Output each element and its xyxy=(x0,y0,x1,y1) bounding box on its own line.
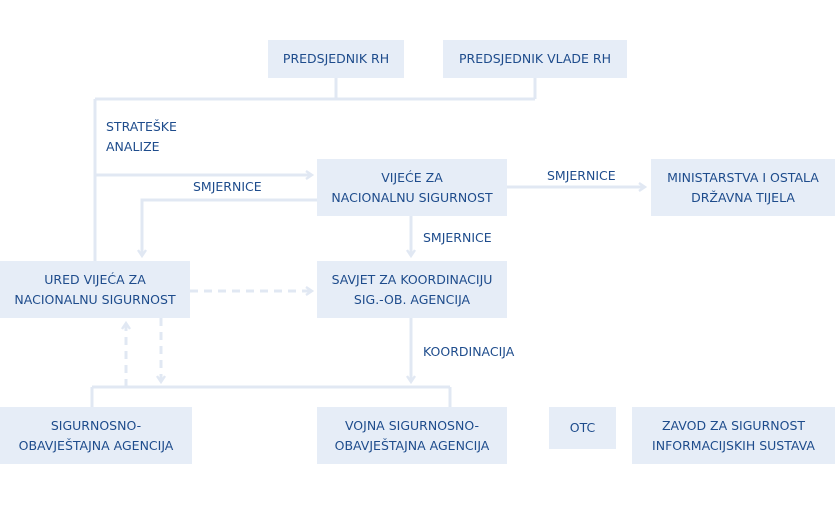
box-otc: OTC xyxy=(549,407,616,449)
box-zsis: ZAVOD ZA SIGURNOST INFORMACIJSKIH SUSTAV… xyxy=(632,407,835,464)
box-predsjednik-rh: PREDSJEDNIK RH xyxy=(268,40,404,78)
label-smjernice-savjet: SMJERNICE xyxy=(423,230,492,245)
connector-agencies-bracket xyxy=(90,385,452,407)
label-smjernice-ministarstva: SMJERNICE xyxy=(547,168,616,183)
label-koordinacija: KOORDINACIJA xyxy=(423,344,515,359)
label-smjernice-ured: SMJERNICE xyxy=(193,179,262,194)
box-vijece-nacionalna-sigurnost: VIJEĆE ZA NACIONALNU SIGURNOST xyxy=(317,159,507,216)
box-savjet-koordinacija: SAVJET ZA KOORDINACIJU SIG.-OB. AGENCIJA xyxy=(317,261,507,318)
arrow-vijece-to-ured xyxy=(137,198,317,259)
box-ured-vijeca: URED VIJEĆA ZA NACIONALNU SIGURNOST xyxy=(0,261,190,318)
box-vsoa: VOJNA SIGURNOSNO- OBAVJEŠTAJNA AGENCIJA xyxy=(317,407,507,464)
label-strateske-analize: STRATEŠKE ANALIZE xyxy=(106,119,177,154)
box-soa: SIGURNOSNO- OBAVJEŠTAJNA AGENCIJA xyxy=(0,407,192,464)
box-predsjednik-vlade: PREDSJEDNIK VLADE RH xyxy=(443,40,627,78)
box-ministarstva: MINISTARSTVA I OSTALA DRŽAVNA TIJELA xyxy=(651,159,835,216)
connector-presidents xyxy=(95,78,537,101)
